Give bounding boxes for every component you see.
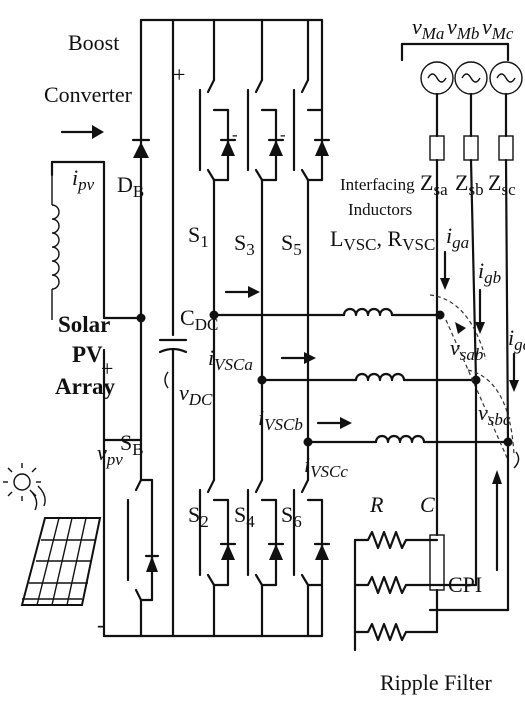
grid-source-a	[400, 42, 510, 317]
phase-c-line	[306, 434, 510, 444]
arrow-igb	[475, 288, 485, 334]
iga-label: iga	[446, 223, 469, 252]
phase-a-line	[212, 307, 442, 317]
vsbc-label: vsbc	[478, 400, 511, 429]
cpi-arrow	[492, 470, 502, 572]
pv-label: PV	[72, 342, 103, 367]
node-phase-a	[209, 310, 219, 320]
vpv-label: vpv	[97, 440, 123, 469]
lvsc-rvsc-label: LVSC, RVSC	[330, 226, 435, 254]
pv-plus-label: +	[101, 356, 113, 381]
db-label: DB	[117, 172, 144, 201]
ipv-label: ipv	[72, 165, 95, 194]
zsc-label: Zsc	[488, 170, 516, 199]
s6-label: S6	[281, 502, 302, 531]
igb-label: igb	[478, 258, 501, 287]
boost-label: Boost	[68, 30, 119, 55]
inverter-leg-c	[292, 18, 331, 638]
zsa-label: Zsa	[420, 170, 448, 199]
arrow-ivscc	[316, 417, 352, 429]
dc-link-capacitor	[158, 18, 188, 638]
solar-panel-icon	[20, 517, 102, 606]
igc-label: igc	[508, 325, 525, 354]
boost-diode-db	[131, 18, 151, 320]
sun-icon	[3, 463, 46, 511]
solar-label: Solar	[58, 312, 110, 337]
ripple-filter-resistors	[353, 530, 432, 652]
leg-b-dash: -	[232, 125, 238, 144]
ivscc-label: iVSCc	[304, 452, 348, 481]
phase-b-line	[260, 372, 478, 382]
current-arrow-ipv	[60, 125, 104, 139]
vmc-label: vMc	[482, 14, 514, 43]
arrow-ivsca	[224, 286, 260, 298]
s3-label: S3	[234, 230, 255, 259]
arrow-iga	[440, 250, 450, 290]
array-label: Array	[55, 374, 116, 399]
ivsca-label: iVSCa	[208, 345, 253, 374]
node-phase-b	[257, 375, 267, 385]
s2-label: S2	[188, 502, 209, 531]
pv-source-wiring	[50, 160, 143, 638]
cdc-label: CDC	[180, 305, 218, 334]
pv-minus-label: -	[97, 612, 104, 637]
node-phase-c	[303, 437, 313, 447]
vmb-label: vMb	[447, 14, 479, 43]
inverter-leg-a	[198, 18, 237, 638]
arrow-igc	[509, 352, 519, 392]
leg-c-dash: -	[280, 125, 286, 144]
boost-switch-sb	[102, 316, 160, 638]
interfacing-label: Interfacing	[340, 175, 415, 194]
s1-label: S1	[188, 222, 209, 251]
vsab-label: vsab	[450, 335, 483, 364]
vma-label: vMa	[412, 14, 444, 43]
inverter-leg-b	[246, 18, 285, 638]
ripple-r-label: R	[369, 492, 384, 517]
arrow-ivscb	[280, 352, 316, 364]
grid-source-c	[489, 42, 523, 444]
voltage-vsbc-indicator	[445, 319, 520, 469]
s5-label: S5	[281, 230, 302, 259]
vdc-label: vDC	[179, 380, 213, 409]
dc-plus-label: +	[173, 62, 185, 87]
ripple-filter-capacitors	[428, 313, 510, 634]
node-boost	[136, 313, 146, 323]
sb-label: SB	[120, 430, 144, 459]
grid-source-b	[454, 61, 488, 382]
ripple-c-label: C	[420, 492, 435, 517]
zsb-label: Zsb	[455, 170, 484, 199]
converter-label: Converter	[44, 82, 133, 107]
s4-label: S4	[234, 502, 255, 531]
inductors-label: Inductors	[348, 200, 412, 219]
pv-inductor-coil	[51, 175, 60, 320]
ivscb-label: iVSCb	[258, 405, 303, 434]
voltage-vsab-indicator	[429, 294, 487, 361]
ripple-filter-label: Ripple Filter	[380, 670, 493, 695]
